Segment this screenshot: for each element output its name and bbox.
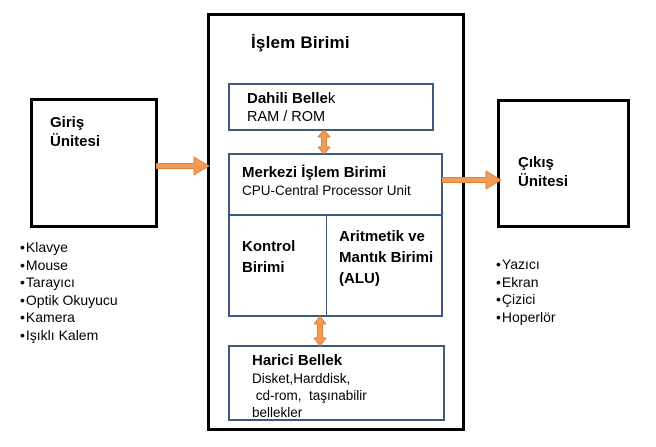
cpu-box: Merkezi İşlem Birimi CPU-Central Process… bbox=[228, 153, 443, 317]
input-devices-list: KlavyeMouseTarayıcıOptik OkuyucuKameraIş… bbox=[20, 239, 118, 344]
cpu-cells: Kontrol Birimi Aritmetik ve Mantık Birim… bbox=[230, 216, 441, 315]
cpu-header: Merkezi İşlem Birimi CPU-Central Process… bbox=[230, 155, 441, 216]
external-memory-box: Harici Bellek Disket,Harddisk, cd-rom, t… bbox=[228, 345, 445, 421]
control-unit-cell: Kontrol Birimi bbox=[230, 216, 327, 315]
external-memory-title: Harici Bellek bbox=[252, 352, 343, 369]
internal-memory-subtitle: RAM / ROM bbox=[247, 109, 326, 125]
internal-memory-box: Dahili Bellek RAM / ROM bbox=[228, 83, 434, 131]
device-list-item: Işıklı Kalem bbox=[20, 327, 118, 345]
arrow-double-vertical-cpu-external-icon bbox=[313, 316, 327, 346]
device-list-item: Yazıcı bbox=[496, 256, 556, 274]
input-unit-title: Giriş Ünitesi bbox=[50, 113, 155, 151]
output-devices-list: YazıcıEkranÇiziciHoperlör bbox=[496, 256, 556, 326]
internal-memory-title-bold: Dahili Belle bbox=[247, 90, 328, 107]
external-memory-line1: Disket,Harddisk, bbox=[252, 371, 351, 386]
output-unit-title: Çıkış Ünitesi bbox=[518, 153, 627, 191]
external-memory-line2: cd-rom, taşınabilir bbox=[252, 388, 367, 403]
internal-memory-title-tail: k bbox=[327, 90, 336, 107]
output-unit-title-line2: Ünitesi bbox=[518, 173, 569, 190]
internal-memory-title: Dahili Bellek bbox=[247, 89, 432, 108]
input-unit-box: Giriş Ünitesi bbox=[30, 98, 158, 228]
device-list-item: Optik Okuyucu bbox=[20, 292, 118, 310]
external-memory-line3: bellekler bbox=[252, 405, 303, 420]
input-unit-title-line1: Giriş bbox=[50, 114, 85, 131]
device-list-item: Ekran bbox=[496, 274, 556, 292]
device-list-item: Çizici bbox=[496, 291, 556, 309]
arrow-double-vertical-memory-cpu-icon bbox=[317, 130, 331, 154]
device-list-item: Tarayıcı bbox=[20, 274, 118, 292]
cpu-subtitle: CPU-Central Processor Unit bbox=[242, 183, 411, 198]
output-unit-box: Çıkış Ünitesi bbox=[497, 99, 630, 228]
input-unit-title-line2: Ünitesi bbox=[50, 133, 101, 150]
processor-unit-title: İşlem Birimi bbox=[251, 33, 350, 52]
device-list-item: Mouse bbox=[20, 257, 118, 275]
arrow-right-cpu-to-output-icon bbox=[442, 170, 502, 190]
alu-cell: Aritmetik ve Mantık Birimi (ALU) bbox=[339, 228, 434, 287]
arrow-right-input-to-processor-icon bbox=[156, 156, 210, 176]
device-list-item: Hoperlör bbox=[496, 309, 556, 327]
device-list-item: Kamera bbox=[20, 309, 118, 327]
cpu-title: Merkezi İşlem Birimi bbox=[242, 164, 387, 181]
output-unit-title-line1: Çıkış bbox=[518, 154, 554, 171]
device-list-item: Klavye bbox=[20, 239, 118, 257]
